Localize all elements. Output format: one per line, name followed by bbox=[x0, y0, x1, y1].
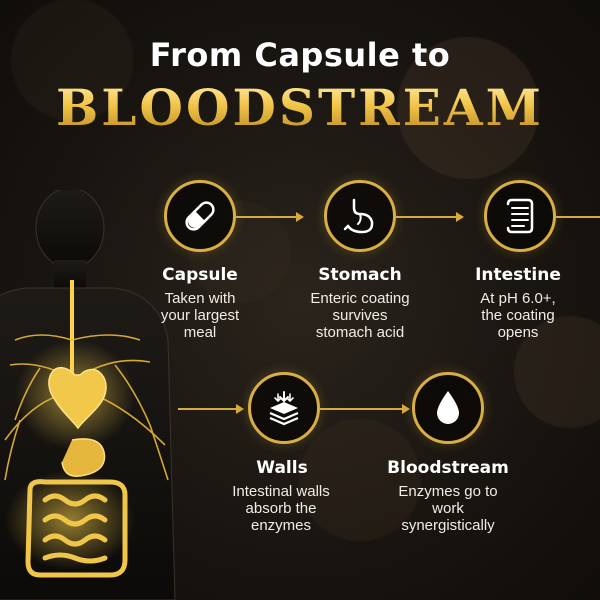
arrow-walls-to-bloodstream bbox=[318, 404, 410, 414]
step-desc-intestine: At pH 6.0+, the coating opens bbox=[480, 290, 556, 341]
step-title-intestine: Intestine bbox=[475, 265, 561, 285]
arrow-intestine-offscreen bbox=[556, 216, 600, 218]
step-desc-bloodstream: Enzymes go to work synergistically bbox=[398, 483, 498, 534]
step-desc-walls: Intestinal walls absorb the enzymes bbox=[232, 483, 330, 534]
step-desc-stomach: Enteric coating survives stomach acid bbox=[310, 290, 410, 341]
layers-absorb-icon bbox=[269, 391, 299, 426]
intestine-circle bbox=[484, 180, 556, 252]
arrow-body-to-walls bbox=[178, 404, 244, 414]
walls-circle bbox=[248, 372, 320, 444]
step-title-bloodstream: Bloodstream bbox=[387, 458, 509, 478]
heading-line-1: From Capsule to bbox=[149, 36, 451, 74]
capsule-icon bbox=[185, 201, 215, 231]
step-title-walls: Walls bbox=[256, 458, 308, 478]
step-desc-capsule: Taken with your largest meal bbox=[160, 290, 240, 341]
capsule-circle bbox=[164, 180, 236, 252]
droplet-icon bbox=[437, 391, 459, 424]
bloodstream-circle bbox=[412, 372, 484, 444]
intestine-icon bbox=[506, 198, 534, 234]
step-title-stomach: Stomach bbox=[318, 265, 402, 285]
stomach-icon bbox=[343, 198, 374, 234]
human-body-illustration bbox=[0, 190, 176, 600]
arrow-capsule-to-stomach bbox=[236, 212, 304, 222]
heading-line-2: BLOODSTREAM bbox=[0, 78, 600, 137]
arrow-stomach-to-intestine bbox=[396, 212, 464, 222]
step-title-capsule: Capsule bbox=[162, 265, 238, 285]
stomach-circle bbox=[324, 180, 396, 252]
